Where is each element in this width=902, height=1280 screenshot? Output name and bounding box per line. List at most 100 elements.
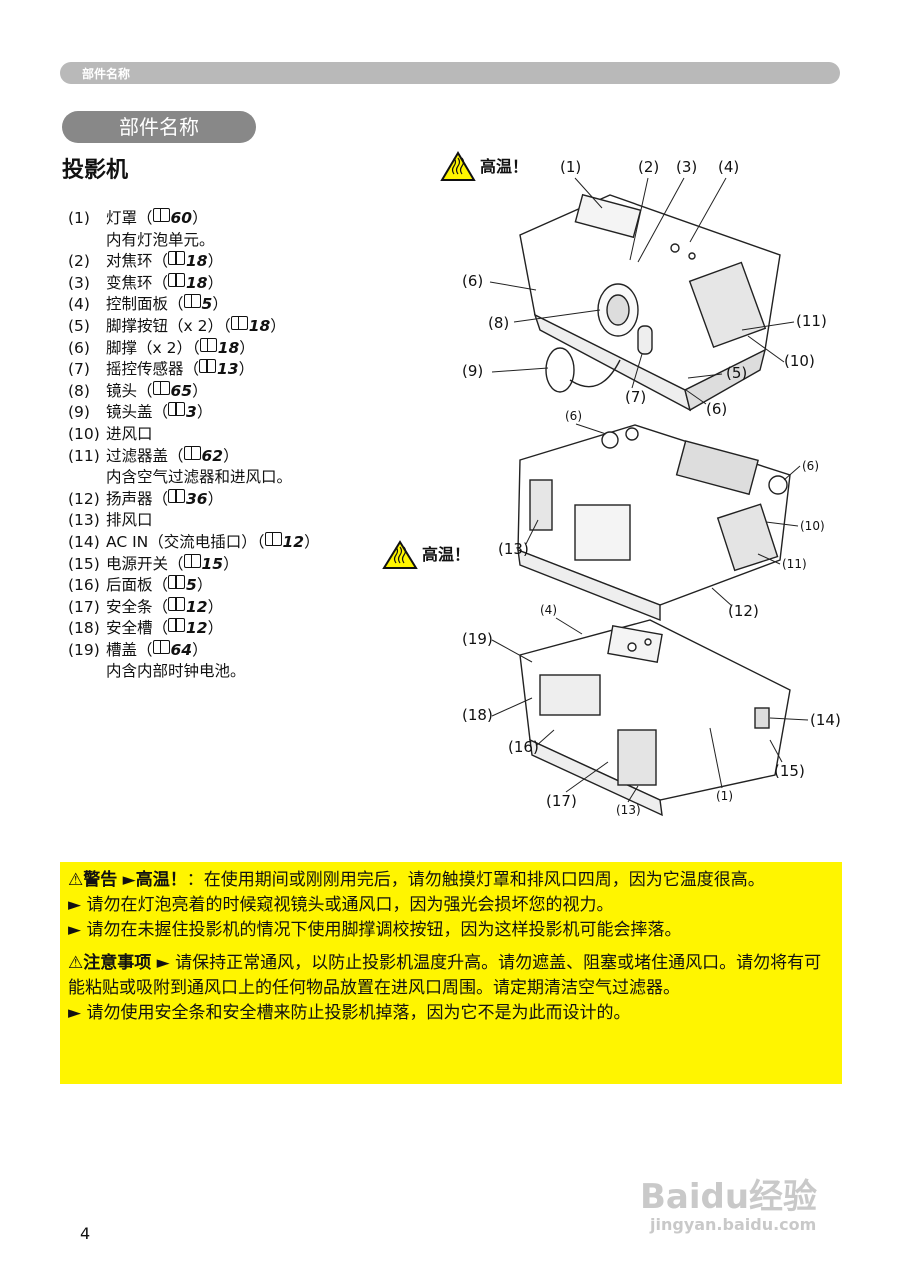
part-ref-close: ） [239,338,255,357]
part-ref-close: ） [192,209,208,227]
hot-label-top: 高温！ [480,157,528,176]
part-name: 扬声器（ [106,489,169,508]
part-ref-close: ） [304,532,320,551]
svg-text:(10): (10) [784,352,815,370]
part-name: 摇控传感器（ [106,360,200,379]
parts-list-item: (8)镜头（65） [68,380,320,403]
svg-text:(12): (12) [728,602,759,620]
manual-book-icon [152,208,170,222]
part-name: 安全条（ [106,597,169,616]
caution-line-1: ⚠注意事项 ► 请保持正常通风，以防止投影机温度升高。请勿遮盖、阻塞或堵住通风口… [60,951,842,1001]
part-page-ref: 60 [170,209,193,227]
warning-title: ⚠警告 [68,870,118,890]
parts-list-item: (19)槽盖（64） [68,639,320,662]
part-name: 过滤器盖（ [106,446,184,465]
part-number: (7) [68,360,90,379]
svg-text:(13): (13) [616,803,641,817]
part-number: (3) [68,273,90,292]
part-number: (6) [68,338,90,357]
svg-text:(1): (1) [716,789,733,803]
part-description: 内含内部时钟电池。 [106,662,246,681]
warning-box: ⚠警告 ►高温！：在使用期间或刚刚用完后，请勿触摸灯罩和排风口四周，因为它温度很… [60,862,842,1084]
manual-book-icon [168,596,186,611]
parts-list-item: (14)AC IN（交流电插口）（12） [68,531,320,554]
parts-list-item: (13)排风口 [68,510,320,532]
running-header-bar: 部件名称 [60,62,840,84]
warning-hot: ►高温！ [122,870,187,890]
part-description: 内有灯泡单元。 [106,230,215,249]
watermark-url: jingyan.baidu.com [650,1215,817,1234]
part-name: 对焦环（ [106,252,169,271]
part-number: (1) [68,209,90,227]
part-ref-close: ） [212,295,228,314]
caution-title: ⚠注意事项 [68,953,152,973]
part-page-ref: 15 [201,554,224,573]
part-name: 安全槽（ [106,619,169,638]
svg-text:(11): (11) [782,557,807,571]
callouts-back: (4) (19) (18) (16) (14) (15) (17) (13) (… [462,603,841,817]
projector-front-view [519,193,781,412]
manual-book-icon [264,531,282,546]
warning-text-3: ► 请勿在未握住投影机的情况下使用脚撑调校按钮，因为这样投影机可能会摔落。 [68,920,682,940]
running-header-title: 部件名称 [82,67,131,81]
caution-text-1: ► 请保持正常通风，以防止投影机温度升高。请勿遮盖、阻塞或堵住通风口。请勿将有可… [68,953,822,998]
parts-list-item: (10) 进风口 [68,424,320,446]
watermark-logo: Baidu经验 [640,1177,818,1217]
part-ref-close: ） [207,252,224,271]
manual-book-icon [168,488,186,503]
parts-list-item: (11)过滤器盖（62） [68,445,320,468]
svg-text:(2): (2) [638,158,659,176]
svg-text:(1): (1) [560,158,581,176]
part-ref-close: ） [192,640,208,659]
part-number: (18) [68,619,100,638]
part-name: 脚撑（x 2）（ [106,338,200,357]
svg-text:(7): (7) [625,388,646,406]
parts-list: (1)灯罩（60）内有灯泡单元。(2)对焦环（18）(3)变焦环（18）(4)控… [68,208,320,683]
manual-book-icon [199,359,217,374]
parts-list-item: (12)扬声器（36） [68,488,320,511]
parts-list-item: (2)对焦环（18） [68,251,320,273]
part-page-ref: 12 [186,597,208,616]
svg-text:(4): (4) [718,158,739,176]
svg-text:(14): (14) [810,711,841,729]
svg-text:(4): (4) [540,603,557,617]
svg-text:(3): (3) [676,158,697,176]
part-page-ref: 12 [282,532,305,551]
projector-back-view [519,619,791,817]
manual-book-icon [183,294,201,309]
manual-book-icon [152,639,170,654]
part-number: (10) [68,424,100,443]
part-ref-close: ） [207,489,224,508]
part-name: 进风口 [106,424,153,443]
svg-text:(17): (17) [546,792,577,810]
svg-text:(6): (6) [802,459,819,473]
part-name: AC IN（交流电插口）（ [106,532,265,551]
page-title: 投影机 [62,158,129,183]
parts-list-item: (15)电源开关（15） [68,553,320,576]
manual-book-icon [183,445,201,460]
svg-text:(8): (8) [488,314,509,332]
parts-list-item: (17)安全条（12） [68,596,320,619]
hot-warning-icon-2 [382,540,418,569]
part-number: (2) [68,252,90,271]
parts-list-item: (5)脚撑按钮（x 2）（18） [68,315,320,338]
part-name: 灯罩（ [106,209,153,227]
part-name: 电源开关（ [106,554,184,573]
hot-warning-icon [440,151,476,181]
part-name: 镜头盖（ [106,403,169,422]
warning-text-2: ► 请勿在灯泡亮着的时候窥视镜头或通风口，因为强光会损坏您的视力。 [68,895,614,915]
part-name: 排风口 [106,511,153,530]
part-number: (12) [68,489,100,508]
callouts-front: (1) (2) (3) (4) (6) (8) (9) (11) (10) (5… [462,158,827,418]
part-page-ref: 62 [201,446,224,465]
part-ref-close: ） [196,403,213,422]
parts-list-item: (3)变焦环（18） [68,272,320,295]
svg-text:(18): (18) [462,706,493,724]
svg-text:(6): (6) [462,272,483,290]
manual-book-icon [168,618,186,633]
manual-book-icon [168,251,186,266]
part-ref-close: ） [196,576,213,595]
part-name: 脚撑按钮（x 2）（ [106,316,231,335]
projector-diagram: 高温！ (1) (2) (3) (4) (6) (8) (9) (11) (10… [382,151,841,817]
svg-text:(15): (15) [774,762,805,780]
